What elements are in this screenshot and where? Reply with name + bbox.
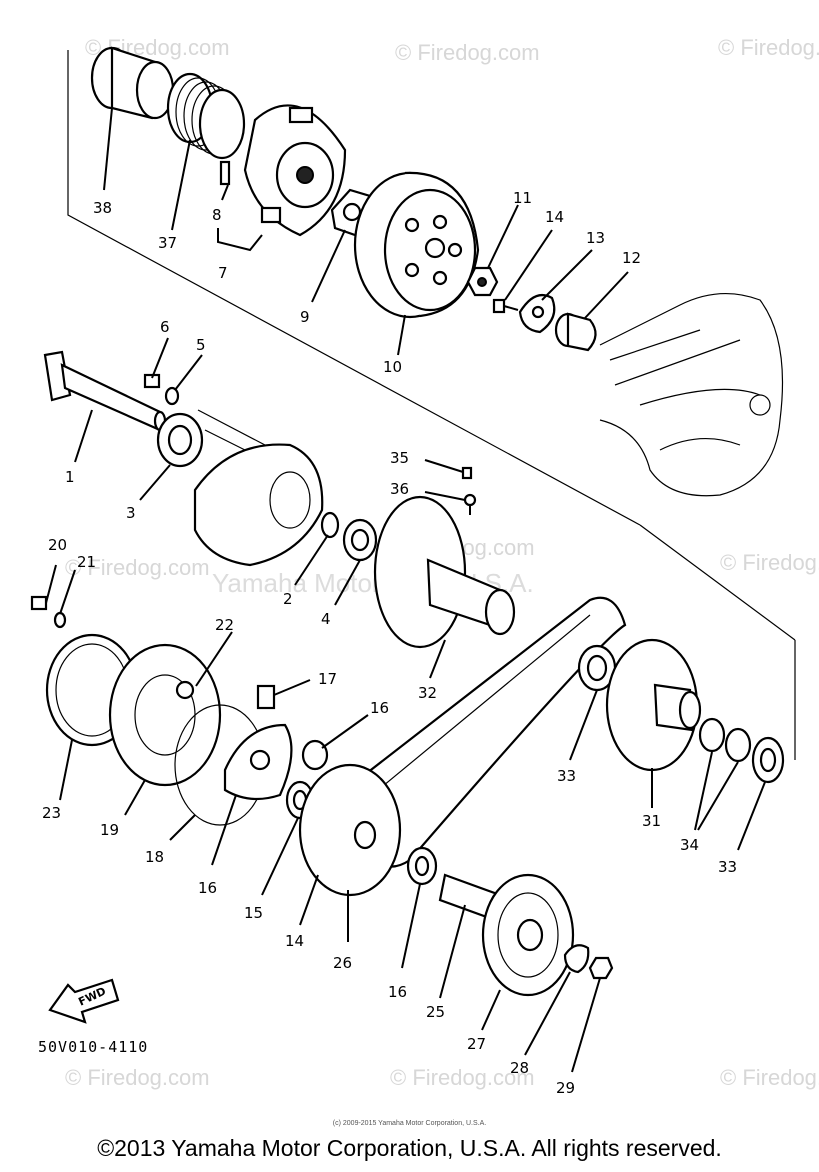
callout-22: 20: [48, 536, 67, 554]
callout-7: 7: [218, 264, 228, 282]
watermark: © Firedog.com: [720, 1065, 819, 1090]
part-29-washer: [563, 944, 590, 974]
callout-28: 27: [467, 1035, 486, 1053]
part-14-bolt: [492, 298, 519, 314]
part-6-bolt: [143, 373, 161, 389]
watermark: © Firedog.com: [65, 1065, 210, 1090]
part-17-weight: [301, 739, 329, 771]
part-4-bearing: [342, 518, 378, 562]
callout-33: 33: [557, 767, 576, 785]
callout-25: 23: [42, 804, 61, 822]
callout-16: 15: [244, 904, 263, 922]
part-13-plate: [518, 294, 556, 334]
callout-37: 37: [158, 234, 177, 252]
part-5-washer: [164, 386, 180, 406]
callout-21: 19: [100, 821, 119, 839]
callout-1: 1: [65, 468, 75, 486]
part-9-nut: [330, 188, 374, 237]
part-22-bolt: [30, 595, 48, 611]
callout-4: 4: [321, 610, 331, 628]
part-34-o-ring: [698, 717, 752, 763]
part-18-weight-holder: [223, 723, 293, 801]
callout-12: 12: [622, 249, 641, 267]
part-15-sheave: [298, 763, 402, 897]
callout-18: 16: [198, 879, 217, 897]
part-8-spring: [219, 160, 231, 186]
callout-24: 22: [215, 616, 234, 634]
watermark: © Firedog.com: [720, 550, 819, 575]
callout-26: 25: [426, 1003, 445, 1021]
part-16-bearing: [406, 846, 438, 886]
callout-11: 11: [513, 189, 532, 207]
part-2-circlip: [320, 511, 340, 539]
watermark: © Firedog.com: [395, 40, 540, 65]
copyright-notice: ©2013 Yamaha Motor Corporation, U.S.A. A…: [97, 1135, 722, 1161]
callout-labels: 38 37 8 7 9 10 11 14 13 12 6 5 1 3 2 4 3…: [42, 189, 737, 1097]
part-28-fan: [481, 873, 575, 997]
part-36-ring: [463, 493, 477, 507]
callout-10: 10: [383, 358, 402, 376]
callout-14: 14: [545, 208, 564, 226]
part-11-nut: [466, 266, 499, 297]
callout-8: 8: [212, 206, 222, 224]
callout-32: 31: [642, 812, 661, 830]
part-1-shaft: [43, 350, 167, 432]
callout-2: 2: [283, 590, 293, 608]
part-35-screw: [461, 466, 473, 480]
part-33-seal: [751, 736, 785, 784]
part-32-sheave: [605, 638, 702, 772]
callout-20: 18: [145, 848, 164, 866]
callout-6: 6: [160, 318, 170, 336]
callout-36: 36: [390, 480, 409, 498]
crankcase-outline: [599, 293, 784, 497]
watermark: © Firedog.com: [390, 1065, 535, 1090]
callout-17: 16: [370, 699, 389, 717]
callout-23: 21: [77, 553, 96, 571]
part-3-bearing: [156, 412, 204, 468]
part-33-seal: [577, 644, 617, 692]
gear-case: [193, 443, 324, 567]
callout-3: 3: [126, 504, 136, 522]
callout-38: 38: [93, 199, 112, 217]
callout-13: 13: [586, 229, 605, 247]
callout-15: 14: [285, 932, 304, 950]
callout-5: 5: [196, 336, 206, 354]
part-12-collar: [554, 312, 597, 352]
part-30-nut: [588, 956, 614, 980]
part-10-clutch-housing: [353, 171, 480, 319]
leader-lines: [45, 107, 766, 1073]
small-copyright: (c) 2009-2015 Yamaha Motor Corporation, …: [332, 1120, 487, 1127]
callout-9: 9: [300, 308, 310, 326]
watermark: © Firedog.com: [718, 35, 819, 60]
callout-29: 28: [510, 1059, 529, 1077]
part-37-spring: [166, 72, 246, 160]
part-21-cover: [108, 643, 222, 787]
callout-16: 16: [388, 983, 407, 1001]
callout-30: 29: [556, 1079, 575, 1097]
part-23-washer: [53, 611, 67, 629]
callout-35: 35: [390, 449, 409, 467]
diagram-code: 50V010-4110: [38, 1038, 149, 1056]
callout-34: 34: [680, 836, 699, 854]
watermark: © Firedog.com: [65, 555, 210, 580]
part-19-clip: [256, 684, 276, 710]
part-31-sheave: [373, 495, 516, 649]
part-7-clutch-carrier: [243, 104, 347, 237]
callout-31: 32: [418, 684, 437, 702]
fwd-arrow: FWD: [48, 978, 120, 1024]
callout-19: 17: [318, 670, 337, 688]
callout-33: 33: [718, 858, 737, 876]
callout-27: 26: [333, 954, 352, 972]
